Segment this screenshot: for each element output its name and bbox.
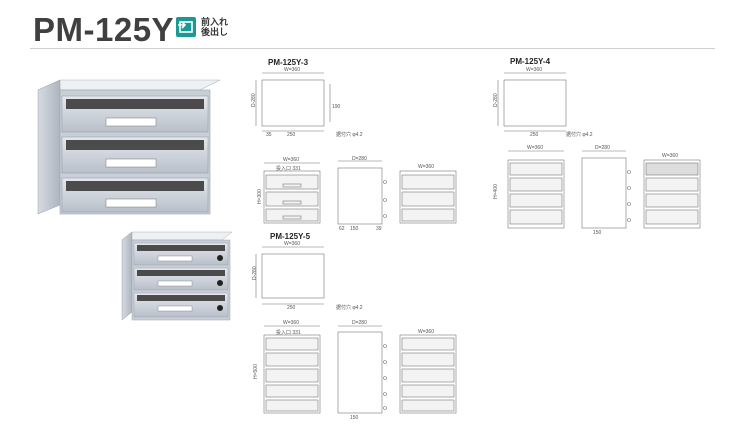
svg-text:W=360: W=360 — [526, 67, 542, 73]
model-label-4: PM-125Y-4 — [510, 57, 551, 66]
svg-text:W=360: W=360 — [284, 241, 300, 247]
mail-insert-icon — [176, 17, 196, 37]
svg-text:250: 250 — [287, 132, 296, 138]
model-label-3: PM-125Y-3 — [268, 58, 309, 67]
svg-text:投入口 331: 投入口 331 — [276, 165, 301, 172]
svg-text:D-280: D-280 — [251, 93, 257, 107]
svg-text:W=360: W=360 — [527, 145, 543, 151]
svg-text:150: 150 — [350, 415, 359, 421]
svg-text:W=360: W=360 — [283, 157, 299, 163]
svg-text:W=360: W=360 — [418, 164, 434, 170]
svg-text:35: 35 — [266, 132, 272, 138]
svg-text:W=360: W=360 — [283, 320, 299, 326]
svg-text:62: 62 — [339, 226, 345, 232]
svg-text:D=280: D=280 — [352, 320, 367, 326]
svg-text:190: 190 — [332, 104, 341, 110]
plan-view-5: W=360 D-280 250 据付穴 φ4.2 — [252, 241, 363, 311]
elevation-5: W=360 投入口 331 H=500 D=280 150 W=360 — [253, 320, 457, 421]
svg-text:D-280: D-280 — [493, 93, 499, 107]
svg-text:150: 150 — [350, 226, 359, 232]
svg-text:W=360: W=360 — [284, 67, 300, 73]
svg-text:250: 250 — [530, 132, 539, 138]
svg-text:150: 150 — [593, 230, 602, 236]
svg-text:H=500: H=500 — [253, 364, 259, 379]
product-photo-lock — [121, 231, 233, 321]
svg-text:H=300: H=300 — [257, 189, 263, 204]
svg-text:投入口 331: 投入口 331 — [276, 329, 301, 336]
plan-view-4: W=360 D-280 250 据付穴 φ4.2 — [493, 67, 593, 138]
svg-text:D-280: D-280 — [252, 266, 258, 280]
badge-label: 前入れ 後出し — [201, 17, 229, 37]
svg-text:D=280: D=280 — [595, 145, 610, 151]
svg-text:D=280: D=280 — [352, 156, 367, 162]
svg-text:W=360: W=360 — [662, 153, 678, 159]
svg-text:据付穴 φ4.2: 据付穴 φ4.2 — [336, 131, 363, 138]
elevation-3: W=360 投入口 331 H=300 D=280 150 62 39 W=36… — [257, 156, 457, 232]
page-title: PM-125Y — [33, 11, 175, 48]
product-photo-3tier — [37, 79, 221, 215]
svg-text:W=360: W=360 — [418, 329, 434, 335]
divider — [30, 48, 715, 49]
svg-text:250: 250 — [287, 305, 296, 311]
svg-text:据付穴 φ4.2: 据付穴 φ4.2 — [566, 131, 593, 138]
svg-text:39: 39 — [376, 226, 382, 232]
svg-text:据付穴 φ4.2: 据付穴 φ4.2 — [336, 304, 363, 311]
model-label-5: PM-125Y-5 — [270, 232, 311, 241]
svg-text:H=400: H=400 — [493, 184, 499, 199]
plan-view-3: W=360 D-280 250 35 据付穴 φ4.2 190 — [251, 67, 363, 138]
elevation-4: W=360 H=400 D=280 150 W=360 — [493, 145, 701, 236]
